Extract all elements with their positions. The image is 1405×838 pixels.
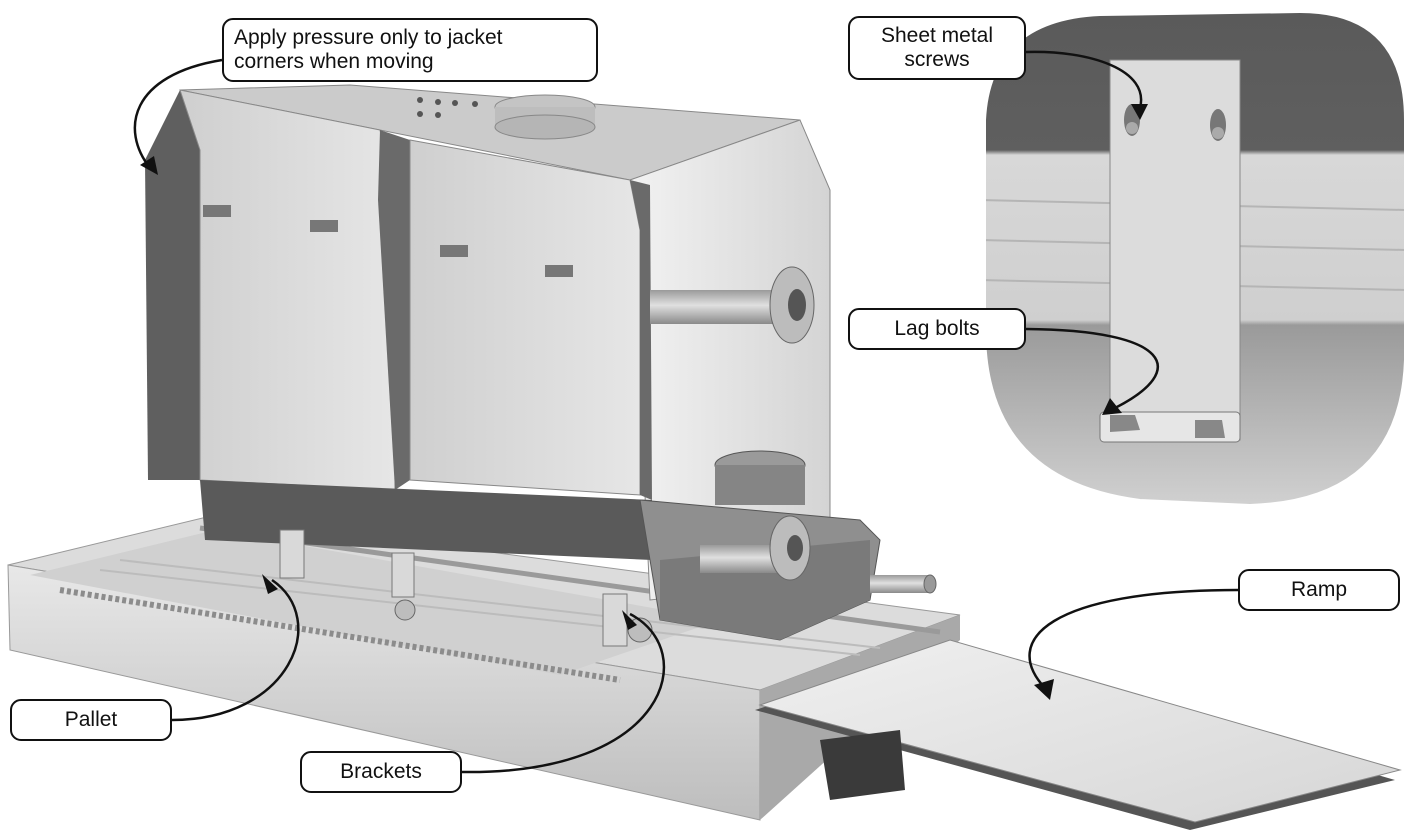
callout-apply-pressure: Apply pressure only to jacket corners wh… xyxy=(222,18,598,82)
ramp-leader xyxy=(1028,588,1239,700)
screws-leader xyxy=(1025,50,1148,120)
callout-pallet: Pallet xyxy=(10,699,172,741)
callout-brackets: Brackets xyxy=(300,751,462,793)
callout-sheet-metal-screws: Sheet metal screws xyxy=(848,16,1026,80)
ramp xyxy=(755,639,1402,830)
pressure-leader xyxy=(133,58,223,175)
callout-ramp: Ramp xyxy=(1238,569,1400,611)
return-header xyxy=(639,450,937,641)
brackets xyxy=(279,529,653,647)
supply-pipe xyxy=(650,266,815,344)
leader-arrows xyxy=(133,50,1239,774)
pallet-leader xyxy=(171,574,300,722)
lag-leader xyxy=(1025,327,1159,415)
callout-lag-bolts: Lag bolts xyxy=(848,308,1026,350)
brackets-leader xyxy=(461,610,666,774)
detail-inset xyxy=(984,10,1405,507)
